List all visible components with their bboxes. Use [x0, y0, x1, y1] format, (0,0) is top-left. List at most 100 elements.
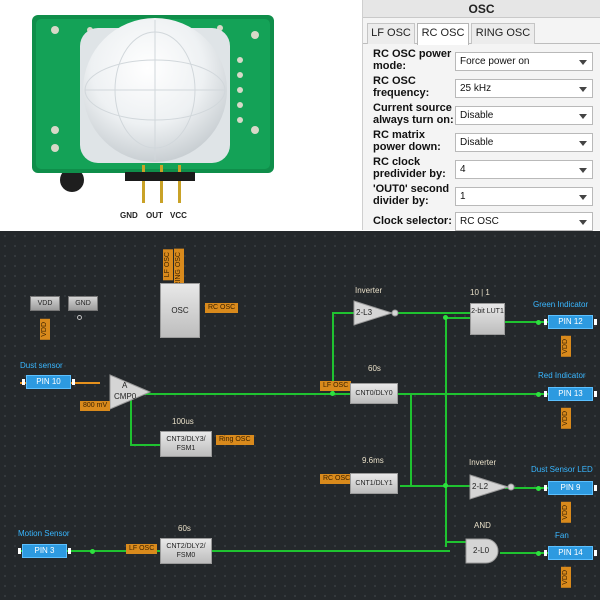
junction-node — [330, 391, 335, 396]
cnt1-title: 9.6ms — [362, 456, 384, 465]
select-value: 1 — [460, 191, 466, 202]
wire — [398, 312, 470, 314]
inverter-2-shape[interactable] — [469, 474, 515, 500]
power-mode-select[interactable]: Force power on — [455, 52, 593, 71]
frequency-select[interactable]: 25 kHz — [455, 79, 593, 98]
gnd-button[interactable]: GND — [68, 296, 98, 311]
chevron-down-icon — [579, 87, 587, 92]
pin-12-button[interactable]: PIN 12 — [544, 315, 597, 329]
wire — [332, 312, 354, 314]
junction-node — [536, 486, 541, 491]
clock-selector-select[interactable]: RC OSC — [455, 212, 593, 231]
comparator-shape[interactable] — [109, 374, 152, 410]
wire — [145, 393, 350, 395]
tab-lf-osc[interactable]: LF OSC — [367, 23, 415, 44]
chevron-down-icon — [579, 168, 587, 173]
chevron-down-icon — [579, 141, 587, 146]
pin-label-gnd: GND — [120, 211, 138, 220]
lut-block[interactable]: 2-bit LUT1 — [470, 303, 505, 335]
pin-10-button[interactable]: PIN 10 — [22, 375, 75, 389]
block-label: 2-bit LUT1 — [471, 308, 504, 315]
block-label: OSC — [171, 306, 189, 315]
wire — [100, 550, 450, 552]
select-value: Force power on — [460, 56, 530, 67]
cnt3-clock-tag: Ring OSC — [216, 435, 254, 445]
vdd-button[interactable]: VDD — [30, 296, 60, 311]
wire — [505, 487, 548, 489]
cnt0-title: 60s — [368, 364, 381, 373]
cnt1-clock-tag: RC OSC — [320, 474, 354, 484]
chevron-down-icon — [579, 60, 587, 65]
junction-node — [536, 551, 541, 556]
osc-block[interactable]: OSC — [160, 283, 200, 338]
cnt1-block[interactable]: CNT1/DLY1 — [350, 473, 398, 494]
junction-node — [443, 483, 448, 488]
and-gate-shape[interactable] — [465, 538, 502, 564]
vdd-tag: VDD — [561, 336, 571, 357]
osc-tag-rc: RC OSC — [205, 303, 239, 313]
pin-13-button[interactable]: PIN 13 — [544, 387, 597, 401]
wire — [130, 444, 160, 446]
panel-title: OSC — [363, 0, 600, 18]
pin-9-button[interactable]: PIN 9 — [544, 481, 597, 495]
param-row-clock-selector: Clock selector: RC OSC — [363, 209, 600, 236]
wire — [410, 394, 412, 486]
inverter-1-title: Inverter — [355, 286, 383, 295]
chevron-down-icon — [579, 114, 587, 119]
block-label: FSM0 — [176, 552, 196, 559]
cmp-label-a: A — [122, 381, 128, 390]
block-label: CNT1/DLY1 — [355, 480, 393, 487]
osc-settings-panel: OSC LF OSC RC OSC RING OSC RC OSC power … — [362, 0, 600, 231]
cnt0-clock-tag: LF OSC — [320, 381, 352, 391]
wire — [445, 541, 470, 543]
vdd-tag: VDD — [561, 567, 571, 588]
select-value: 25 kHz — [460, 83, 492, 94]
tab-ring-osc[interactable]: RING OSC — [471, 23, 535, 44]
pin-14-button[interactable]: PIN 14 — [544, 546, 597, 560]
inverter-2-label: 2-L2 — [472, 482, 489, 491]
param-label: Current source always turn on: — [373, 102, 454, 126]
pin-label-out: OUT — [146, 211, 163, 220]
current-source-select[interactable]: Disable — [455, 106, 593, 125]
osc-tabs: LF OSC RC OSC RING OSC — [363, 18, 600, 45]
param-row-power-mode: RC OSC power mode: Force power on — [363, 47, 600, 74]
wire — [445, 317, 470, 319]
param-row-frequency: RC OSC frequency: 25 kHz — [363, 74, 600, 101]
and-gate-label: 2-L0 — [473, 546, 490, 555]
param-row-predivider: RC clock predivider by: 4 — [363, 155, 600, 182]
block-label: CNT0/DLY0 — [355, 390, 393, 397]
junction-node — [536, 392, 541, 397]
cnt2-block[interactable]: CNT2/DLY2/ FSM0 — [160, 538, 212, 564]
cmp-label: CMP0 — [114, 392, 137, 401]
second-divider-select[interactable]: 1 — [455, 187, 593, 206]
predivider-select[interactable]: 4 — [455, 160, 593, 179]
osc-tag-lf: LF OSC — [163, 249, 173, 281]
terminal — [77, 315, 82, 320]
wire — [500, 552, 548, 554]
rc-matrix-select[interactable]: Disable — [455, 133, 593, 152]
inverter-1-label: 2-L3 — [356, 308, 373, 317]
select-value: 4 — [460, 164, 466, 175]
inverter-2-title: Inverter — [469, 458, 497, 467]
cnt3-block[interactable]: CNT3/DLY3/ FSM1 — [160, 431, 212, 457]
param-label: RC clock predivider by: — [373, 156, 446, 180]
select-value: Disable — [460, 137, 494, 148]
schematic-canvas[interactable]: VDD GND VDD LF OSC RING OSC OSC RC OSC D… — [0, 231, 600, 600]
vref-tag: 800 mV — [80, 401, 111, 411]
inverter-1-shape[interactable] — [353, 300, 399, 326]
select-value: RC OSC — [460, 216, 499, 227]
param-label: RC OSC frequency: — [373, 75, 430, 99]
pin-3-button[interactable]: PIN 3 — [18, 544, 71, 558]
param-row-current-source: Current source always turn on: Disable — [363, 101, 600, 128]
and-gate-title: AND — [474, 521, 491, 530]
pin-label-vcc: VCC — [170, 211, 187, 220]
cnt2-clock-tag: LF OSC — [126, 544, 158, 554]
green-indicator-label: Green Indicator — [533, 300, 589, 309]
junction-node — [443, 315, 448, 320]
wire — [505, 321, 548, 323]
param-row-second-divider: 'OUT0' second divider by: 1 — [363, 182, 600, 209]
tab-rc-osc[interactable]: RC OSC — [417, 23, 469, 45]
cnt0-block[interactable]: CNT0/DLY0 — [350, 383, 398, 404]
red-indicator-label: Red Indicator — [538, 371, 586, 380]
wire — [398, 393, 548, 395]
